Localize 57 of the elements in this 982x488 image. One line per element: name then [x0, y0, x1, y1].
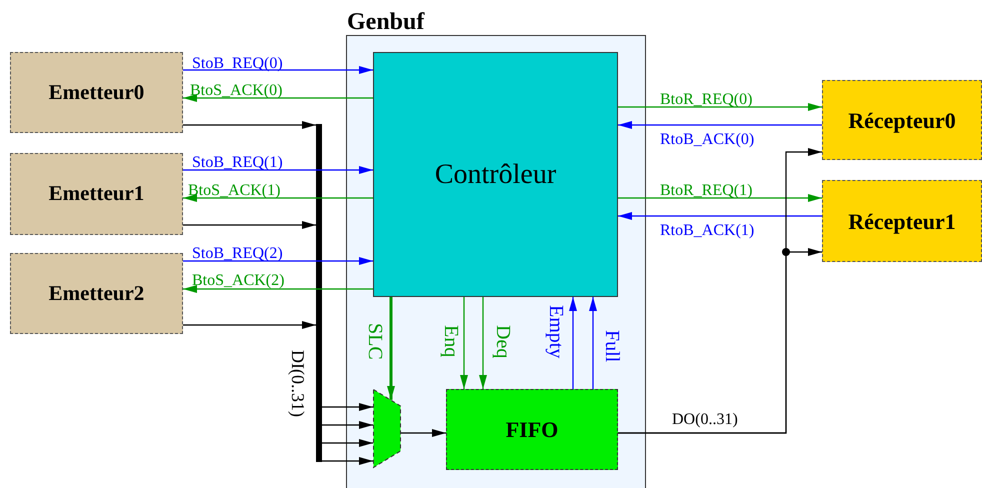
arrow: [183, 194, 373, 202]
arrow: [569, 297, 577, 389]
arrow: [401, 429, 446, 437]
arrow: [618, 248, 822, 434]
edge-label: DO(0..31): [672, 410, 738, 430]
edge-label: SLC: [363, 323, 387, 360]
frame-title: Genbuf: [347, 8, 424, 37]
edge-label: StoB_REQ(1): [192, 153, 283, 173]
box-label: Emetteur1: [48, 180, 144, 208]
sender-box: [10, 52, 183, 133]
edge-label: BtoS_ACK(2): [192, 271, 284, 291]
arrow: [183, 321, 316, 329]
edge-label: Deq: [491, 325, 515, 358]
sender-box: [10, 153, 183, 235]
bus-label: DI(0..31): [287, 350, 309, 417]
arrow: [589, 297, 597, 389]
arrow: [479, 297, 487, 389]
edge-label: BtoR_REQ(0): [660, 90, 752, 110]
edge-label: StoB_REQ(0): [192, 54, 283, 74]
box-label: Emetteur0: [48, 78, 144, 106]
edge-label: BtoS_ACK(0): [190, 81, 282, 101]
box-label: FIFO: [506, 416, 558, 444]
arrow: [618, 121, 822, 129]
multiplexer-shape: [373, 389, 401, 468]
arrow: [618, 212, 822, 220]
arrow: [618, 103, 822, 111]
fifo-box: [446, 389, 618, 470]
arrow: [183, 66, 373, 74]
arrow: [183, 285, 373, 293]
edge-label: Enq: [439, 325, 463, 358]
arrow: [183, 94, 373, 102]
arrow: [183, 257, 373, 265]
edge-label: BtoS_ACK(1): [188, 181, 280, 201]
edge-label: RtoB_ACK(1): [660, 221, 754, 241]
arrow: [618, 194, 822, 202]
sender-box: [10, 253, 183, 334]
edge-label: Empty: [544, 305, 568, 358]
edge-label: RtoB_ACK(0): [660, 130, 754, 150]
receiver-box: [822, 80, 982, 160]
controller-box: [373, 52, 618, 297]
arrow: [183, 221, 316, 229]
arrow: [387, 297, 395, 400]
edge-label: Full: [600, 330, 624, 362]
edge-label: StoB_REQ(2): [192, 244, 283, 264]
arrow: [322, 457, 373, 465]
box-label: Emetteur2: [48, 280, 144, 307]
arrow: [322, 421, 373, 429]
arrow: [183, 166, 373, 174]
box-label: Contrôleur: [434, 158, 556, 192]
box-label: Récepteur1: [848, 208, 956, 236]
box-label: Récepteur0: [848, 106, 956, 135]
arrow: [460, 297, 468, 389]
edge-label: BtoR_REQ(1): [660, 181, 752, 201]
arrow: [322, 403, 373, 411]
arrow: [322, 439, 373, 447]
receiver-box: [822, 180, 982, 262]
arrow: [183, 121, 316, 129]
